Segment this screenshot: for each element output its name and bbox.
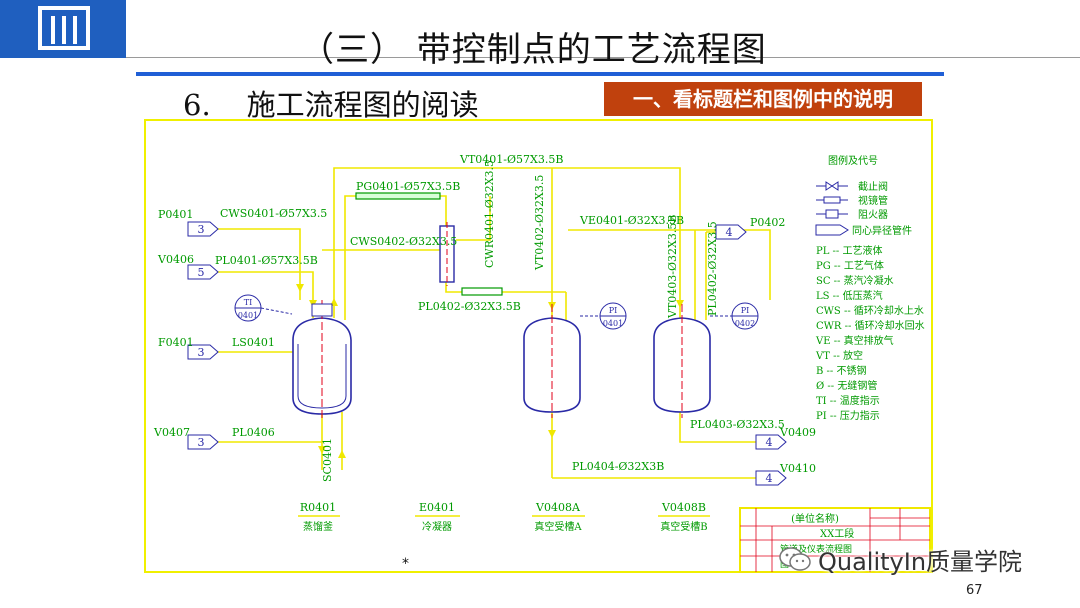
stream-label: P0402 — [750, 216, 785, 229]
title-block-project: XX工段 — [820, 527, 854, 540]
equipment-tags: R0401 蒸馏釜 E0401 冷凝器 V0408A 真空受槽A V0408B … — [300, 501, 708, 533]
legend-code: VE -- 真空排放气 — [815, 334, 894, 347]
sheet-ref-labels: 3 5 3 3 4 4 4 — [198, 223, 773, 485]
logo-mark-icon — [38, 6, 90, 50]
stream-label: V0409 — [779, 426, 816, 439]
equipment-name: 冷凝器 — [422, 520, 452, 533]
pipe-label: PL0406 — [232, 426, 275, 439]
legend-symbol: 阻火器 — [858, 209, 888, 221]
sheet-ref: 5 — [198, 266, 205, 279]
watermark-text: QualityIn质量学院 — [818, 547, 1023, 576]
pipe-label: VT0402-Ø32X3.5 — [533, 175, 546, 271]
equipment-name: 蒸馏釜 — [303, 520, 333, 533]
instrument-function: TI — [244, 298, 253, 307]
instrument-tag: 0402 — [735, 319, 755, 328]
asterisk-mark: * — [402, 556, 409, 572]
title-block-unit: (单位名称) — [791, 512, 839, 525]
equipment-tag: V0408A — [535, 501, 581, 514]
legend-code: VT -- 放空 — [815, 349, 863, 362]
vessel-v0408a — [523, 304, 581, 418]
inline-fittings — [355, 192, 503, 296]
sheet-ref: 4 — [766, 472, 773, 485]
drawing-frame — [144, 119, 933, 573]
pipe-labels: VT0401-Ø57X3.5B PG0401-Ø57X3.5B CWS0401-… — [215, 153, 785, 482]
instrument-bubbles — [234, 294, 759, 330]
sheet-ref: 4 — [766, 436, 773, 449]
instruction-badge: 一、看标题栏和图例中的说明 — [604, 82, 922, 116]
pipe-label: PL0403-Ø32X3.5 — [690, 418, 785, 431]
legend: 图例及代号 截止阀 视镜管 阻火器 同心异径管件 PL -- 工艺液体 PG -… — [815, 154, 925, 422]
instrument-function: PI — [609, 306, 618, 315]
vessel-v0408b — [653, 304, 711, 418]
legend-title: 图例及代号 — [828, 154, 878, 167]
section-number: 6. — [183, 88, 211, 122]
legend-code: B -- 不锈钢 — [816, 364, 866, 377]
legend-code: Ø -- 无缝钢管 — [816, 379, 877, 392]
legend-code: SC -- 蒸汽冷凝水 — [816, 274, 894, 287]
legend-symbol: 视镜管 — [858, 194, 888, 207]
stream-label: P0401 — [158, 208, 193, 221]
instrument-function: PI — [741, 306, 750, 315]
pipe-label: VT0401-Ø57X3.5B — [459, 153, 563, 166]
legend-code: PG -- 工艺气体 — [816, 259, 884, 272]
stream-label: F0401 — [158, 336, 194, 349]
pipe-label: PL0401-Ø57X3.5B — [215, 254, 318, 267]
equipment-name: 真空受槽B — [660, 520, 707, 533]
legend-code: PI -- 压力指示 — [816, 409, 880, 422]
condenser-e0401 — [439, 222, 455, 286]
equipment-tag: E0401 — [419, 501, 455, 514]
equipment-tag: V0408B — [661, 501, 706, 514]
pipe-label: PL0402-Ø32X3.5 — [706, 221, 719, 316]
sheet-ref: 3 — [198, 223, 205, 236]
stream-label: V0407 — [153, 426, 190, 439]
university-logo — [0, 0, 126, 58]
pipe-label: PL0402-Ø32X3.5B — [418, 300, 521, 313]
pipe-label: VE0401-Ø32X3.5B — [579, 214, 684, 227]
pipe-label: CWR0401-Ø32X3.5 — [483, 160, 496, 268]
pipe-label: CWS0402-Ø32X3.5 — [350, 235, 457, 248]
legend-code: CWR -- 循环冷却水回水 — [816, 319, 925, 332]
sheet-ref: 4 — [726, 226, 733, 239]
vessel-r0401 — [292, 300, 352, 420]
pipe-label: CWS0401-Ø57X3.5 — [220, 207, 327, 220]
pipe-label: LS0401 — [232, 336, 275, 349]
pipe-label: SC0401 — [321, 438, 334, 482]
legend-code: PL -- 工艺液体 — [816, 244, 882, 257]
pipe-network — [217, 167, 771, 479]
instrument-labels: TI 0401 PI 0401 PI 0402 — [238, 298, 755, 328]
instrument-tag: 0401 — [603, 319, 623, 328]
stream-labels: P0401 V0406 F0401 V0407 P0402 V0409 V041… — [153, 208, 816, 475]
sheet-ref: 3 — [198, 436, 205, 449]
wechat-icon — [779, 547, 811, 571]
page-number: 67 — [966, 583, 983, 598]
legend-code: TI -- 温度指示 — [816, 394, 880, 407]
pipe-label: VT0403-Ø32X3.5B — [666, 215, 679, 319]
equipment-tag: R0401 — [300, 501, 336, 514]
pipe-label: PG0401-Ø57X3.5B — [356, 180, 460, 193]
equipment-name: 真空受槽A — [534, 520, 582, 533]
legend-symbol: 同心异径管件 — [852, 224, 912, 237]
stream-label: V0410 — [779, 462, 816, 475]
legend-code: CWS -- 循环冷却水上水 — [816, 304, 924, 317]
title-underline — [136, 72, 944, 76]
sheet-connectors — [187, 221, 787, 486]
legend-code: LS -- 低压蒸汽 — [816, 289, 883, 302]
section-title: 施工流程图的阅读 — [246, 88, 479, 122]
section-heading: 6. 施工流程图的阅读 — [183, 82, 479, 124]
legend-symbol: 截止阀 — [858, 180, 888, 193]
header-divider — [126, 57, 1080, 58]
sheet-ref: 3 — [198, 346, 205, 359]
stream-label: V0406 — [157, 253, 194, 266]
watermark: QualityIn质量学院 — [778, 542, 1022, 576]
slide-title: （三） 带控制点的工艺流程图 — [300, 30, 767, 70]
instrument-tag: 0401 — [238, 311, 258, 320]
pipe-label: PL0404-Ø32X3B — [572, 460, 664, 473]
